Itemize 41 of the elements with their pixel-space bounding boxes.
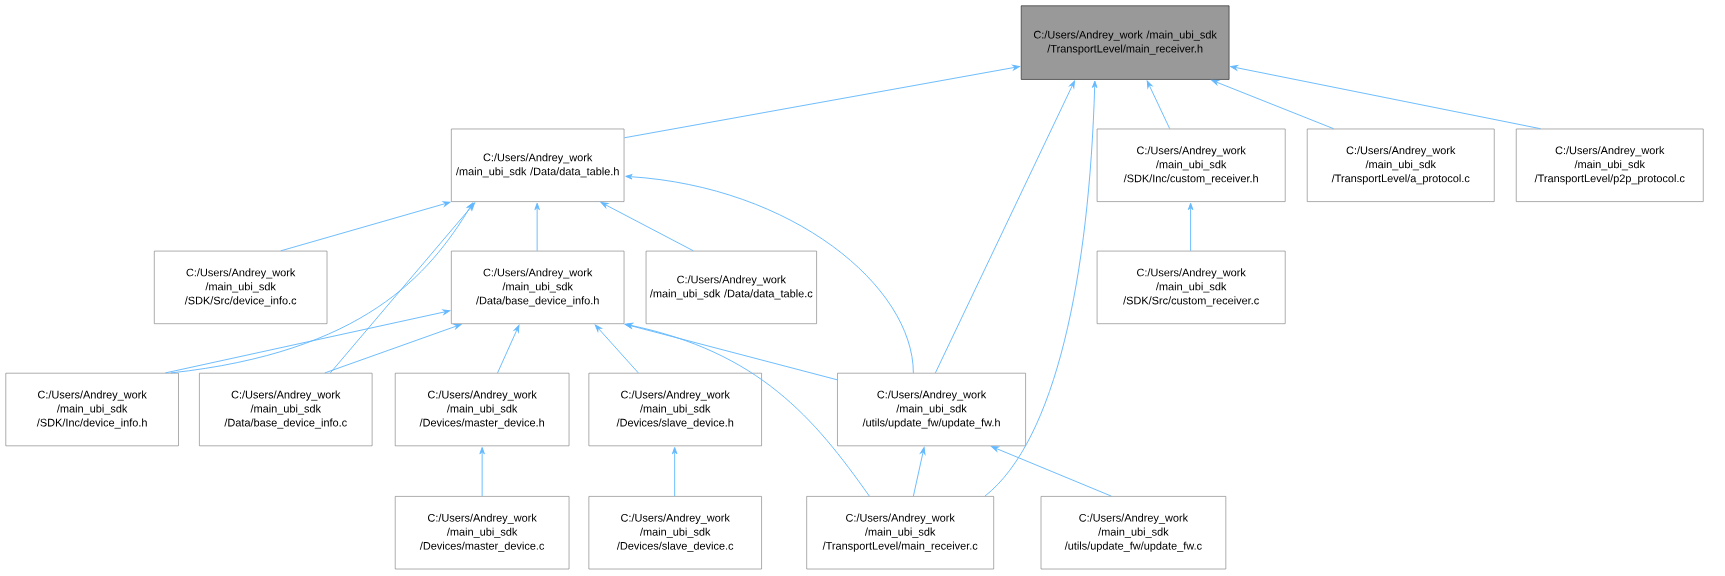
file-box: C:/Users/Andrey_work /main_ubi_sdk /Data/base_device_info.h — [451, 250, 625, 324]
arrow — [280, 201, 451, 252]
arrow — [984, 80, 1098, 497]
file-box: C:/Users/Andrey_work /main_ubi_sdk /Devices/slave_device.h — [588, 372, 762, 446]
file-box: C:/Users/Andrey_work /main_ubi_sdk /utils/update_fw/update_fw.h — [837, 372, 1026, 446]
arrow — [934, 80, 1075, 374]
arrow — [624, 322, 870, 497]
arrow — [1211, 79, 1335, 129]
arrow — [324, 323, 462, 374]
file-box: C:/Users/Andrey_work /main_ubi_sdk /TransportLevel/main_receiver.c — [806, 495, 994, 570]
arrow — [497, 324, 520, 374]
arrow — [991, 445, 1112, 497]
arrow — [164, 309, 451, 374]
file-box: C:/Users/Andrey_work /main_ubi_sdk /Devices/slave_device.c — [588, 495, 762, 570]
arrow — [600, 201, 694, 252]
arrow — [912, 446, 926, 497]
file-box: C:/Users/Andrey_work /main_ubi_sdk /Data/base_device_info.c — [199, 372, 373, 446]
arrow — [479, 446, 485, 497]
file-box: C:/Users/Andrey_work /main_ubi_sdk /TransportLevel/a_protocol.c — [1306, 128, 1495, 202]
file-box: C:/Users/Andrey_work /main_ubi_sdk /SDK/Inc/custom_receiver.h — [1096, 128, 1286, 202]
file-box: C:/Users/Andrey_work /main_ubi_sdk /TransportLevel/main_receiver.h — [1020, 5, 1230, 80]
file-box: C:/Users/Andrey_work /main_ubi_sdk /SDK/Src/device_info.c — [154, 250, 328, 324]
arrow — [170, 202, 474, 374]
file-box: C:/Users/Andrey_work /main_ubi_sdk /Data/data_table.h — [451, 128, 625, 202]
file-box: C:/Users/Andrey_work /main_ubi_sdk /TransportLevel/p2p_protocol.c — [1516, 128, 1704, 202]
arrow — [625, 173, 914, 374]
arrow — [1187, 202, 1194, 252]
file-box: C:/Users/Andrey_work /main_ubi_sdk /SDK/Inc/device_info.h — [5, 372, 179, 446]
file-box: C:/Users/Andrey_work /main_ubi_sdk /Data/data_table.c — [645, 250, 817, 324]
file-box: C:/Users/Andrey_work /main_ubi_sdk /Devices/master_device.h — [394, 372, 570, 446]
arrow — [624, 323, 838, 381]
arrow — [1230, 64, 1541, 129]
file-box: C:/Users/Andrey_work /main_ubi_sdk /utils/update_fw/update_fw.c — [1040, 495, 1227, 570]
arrow — [329, 202, 476, 374]
file-box: C:/Users/Andrey_work /main_ubi_sdk /Devices/master_device.c — [394, 495, 570, 570]
arrow — [1146, 80, 1171, 129]
arrow — [534, 202, 540, 252]
file-box: C:/Users/Andrey_work /main_ubi_sdk /SDK/Src/custom_receiver.c — [1096, 250, 1286, 324]
arrow — [671, 446, 678, 497]
arrow — [594, 324, 639, 374]
arrow — [623, 64, 1021, 139]
